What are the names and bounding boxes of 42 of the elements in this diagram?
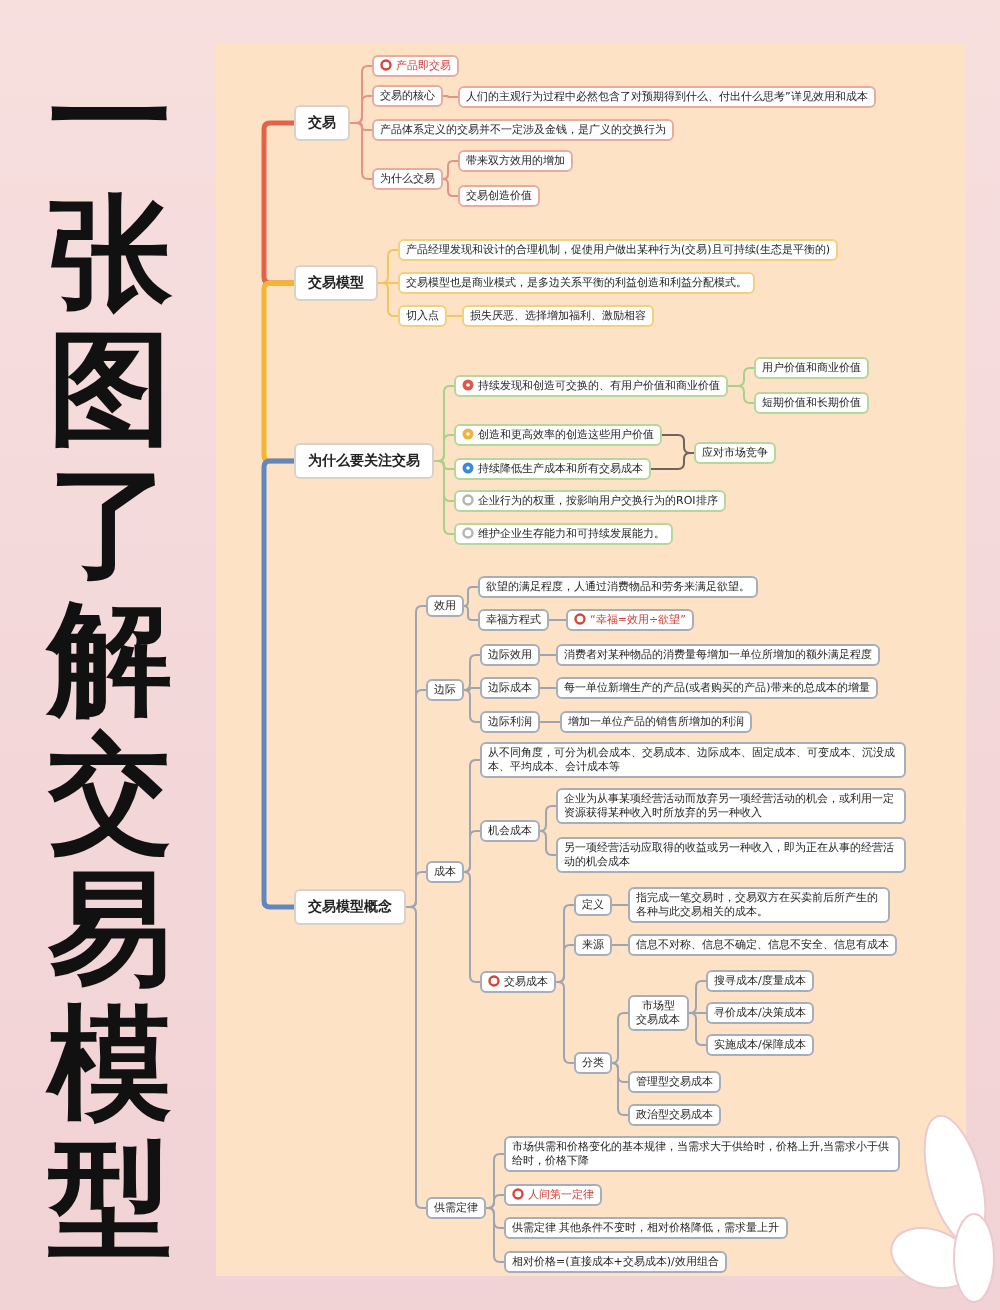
connector-line [463, 830, 481, 873]
title: 一张图了解交易模型 [45, 52, 174, 1267]
connector-line [539, 654, 557, 656]
connector-line [555, 981, 575, 1064]
topic-box [454, 458, 651, 480]
connector-line [555, 944, 575, 983]
connector-line [485, 1194, 505, 1209]
connector-line [463, 605, 479, 621]
connector-line [463, 654, 481, 691]
branch-line [261, 280, 294, 464]
topic-box [372, 55, 459, 77]
connector-line [463, 586, 479, 607]
topic-box [454, 424, 662, 446]
topic-box [454, 375, 728, 397]
topic-box [504, 1184, 602, 1206]
connector-line [611, 904, 629, 906]
connector-line [539, 721, 561, 723]
connector-line [611, 1062, 629, 1116]
connector-line [688, 1012, 707, 1014]
connector-line [433, 460, 455, 535]
connector-line [688, 1012, 707, 1046]
connector-line [377, 282, 399, 317]
connector-line [405, 906, 427, 1209]
topic-box [454, 523, 673, 545]
connector-line [463, 687, 481, 691]
connector-line [442, 178, 459, 197]
connector-line [539, 805, 557, 832]
topic-box [454, 490, 726, 512]
connector-line [446, 315, 463, 317]
connector-line [463, 689, 481, 723]
connector-line [688, 980, 707, 1014]
connector-line [539, 830, 557, 856]
connector-line [650, 452, 695, 470]
connector-line [485, 1207, 505, 1263]
connector-line [539, 687, 557, 689]
connector-line [442, 160, 459, 180]
topic-box [566, 609, 694, 631]
connector-line [442, 95, 459, 98]
connector-line [611, 944, 629, 946]
connector-line [548, 619, 567, 621]
topic-box [480, 971, 556, 993]
connector-line [727, 385, 755, 404]
